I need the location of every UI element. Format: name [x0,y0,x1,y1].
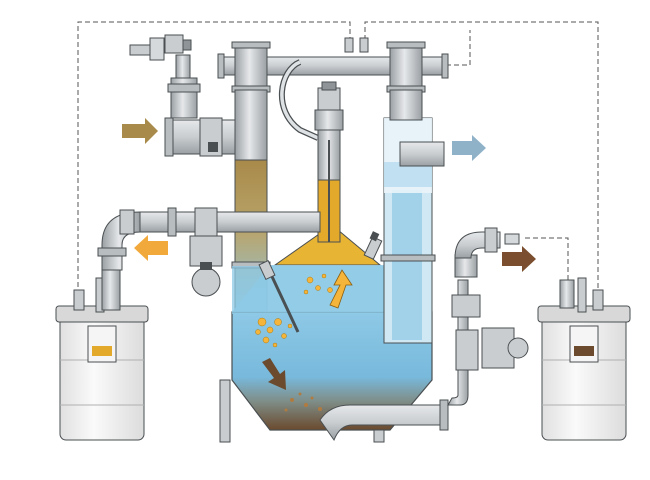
water-out-arrow [452,135,486,161]
top-manifold-pipe [217,37,449,93]
oil-out-arrow [134,235,168,261]
inlet-pipe [164,117,241,157]
right-collection-tank [537,277,631,441]
oil-rising-arrow [329,269,353,309]
oil-outlet-pipe [97,207,321,297]
sludge-out-arrow [502,246,536,272]
sludge-sinking-arrow [262,358,286,390]
oil-column [314,81,344,243]
vent-valve-assembly [129,34,201,119]
sludge-outlet-pipe [319,227,529,442]
level-sensor [363,231,383,260]
oil-droplets [255,273,333,348]
signal-lines [77,21,599,295]
inflow-arrow [122,118,158,144]
left-collection-tank [55,269,149,441]
sludge-particles [284,392,322,412]
clean-water-column [380,89,445,344]
